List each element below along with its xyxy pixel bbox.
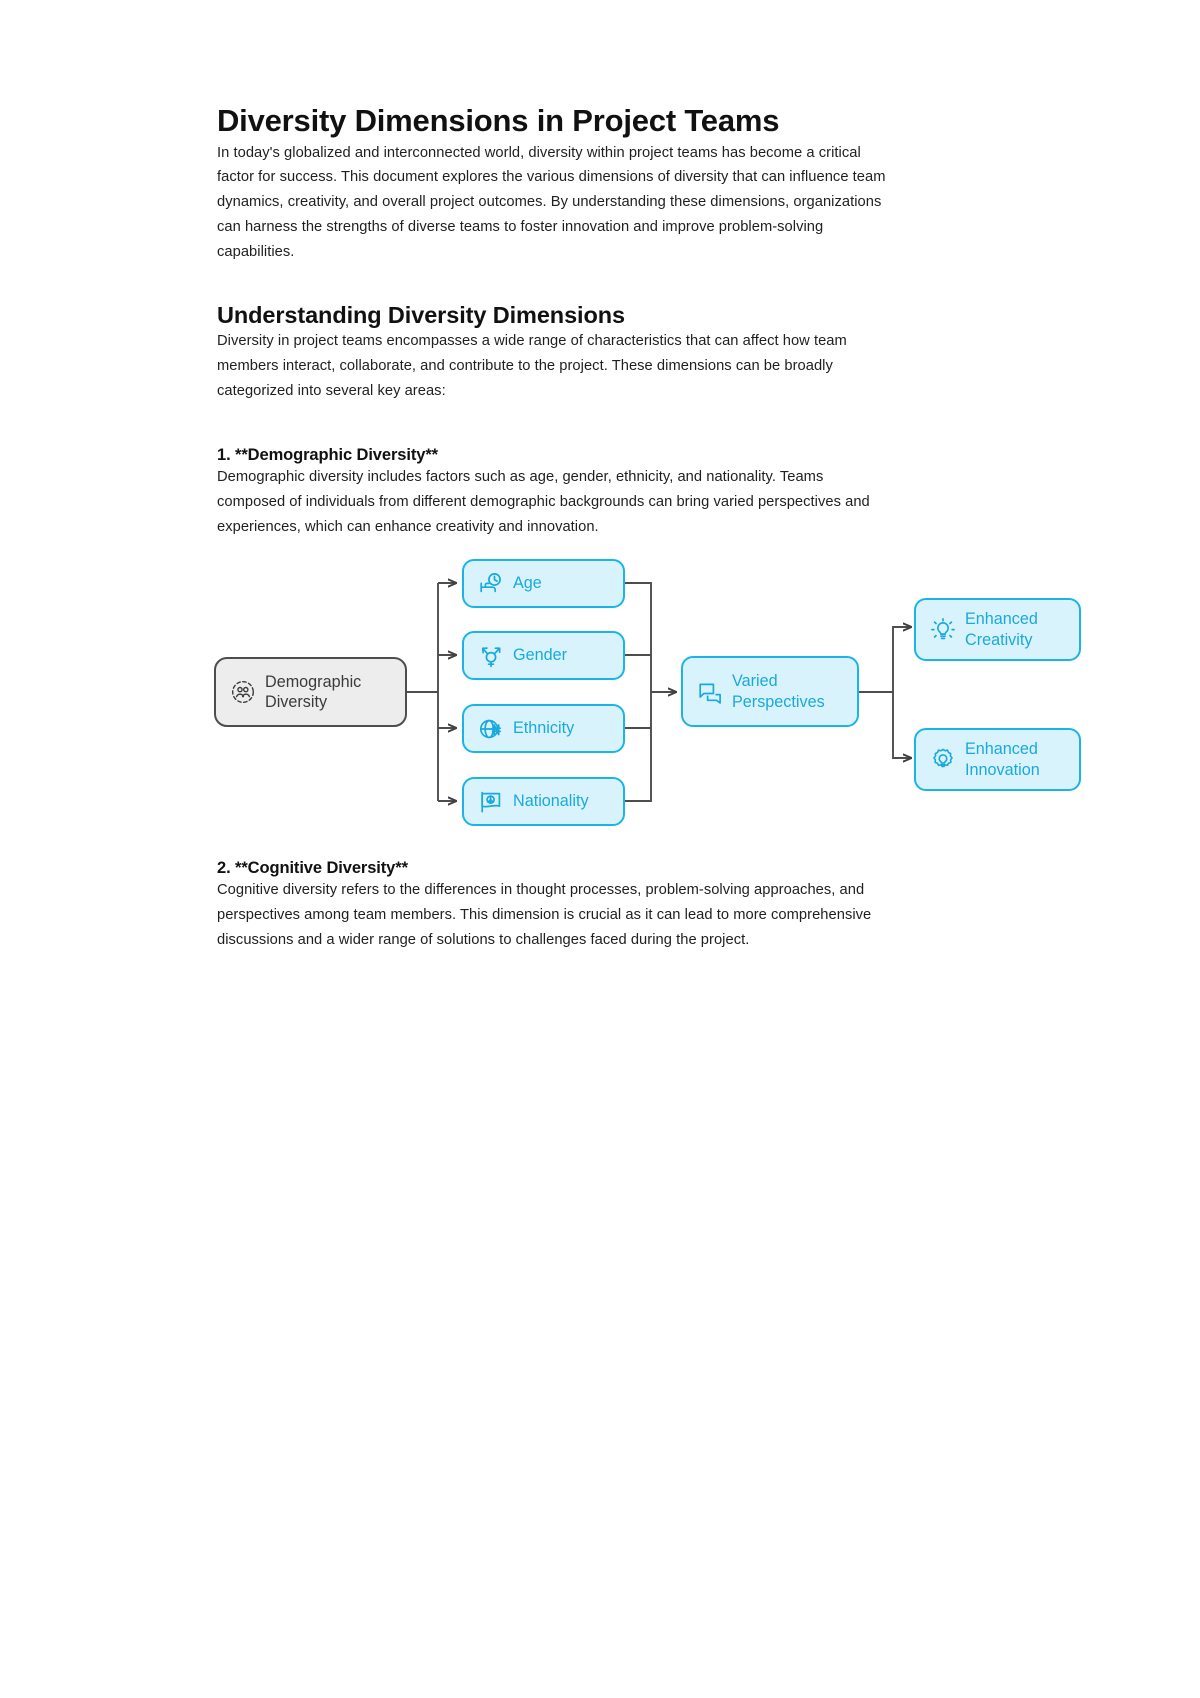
gender-symbols-icon	[478, 643, 504, 669]
diagram-node-label: Demographic Diversity	[265, 672, 362, 712]
intro-paragraph: In today's globalized and interconnected…	[217, 144, 886, 260]
section-paragraph: Diversity in project teams encompasses a…	[217, 333, 847, 399]
diagram-node-label: Ethnicity	[513, 719, 575, 738]
diagram-node-nationality[interactable]: Nationality	[462, 777, 625, 827]
diagram-node-label: Varied Perspectives	[732, 672, 825, 711]
diagram-node-label: Enhanced Innovation	[965, 740, 1040, 779]
lightbulb-icon	[930, 617, 956, 643]
flag-peace-icon	[478, 789, 504, 815]
speech-bubbles-icon	[697, 679, 723, 705]
diagram-node-demographic-diversity[interactable]: Demographic Diversity	[214, 657, 407, 728]
document-content: Diversity Dimensions in Project Teams In…	[214, 0, 1081, 952]
people-group-icon	[230, 679, 256, 705]
subsection-heading-cognitive: 2. **Cognitive Diversity**	[217, 859, 408, 878]
diagram-node-label: Nationality	[513, 792, 589, 811]
subsection-heading-demographic: 1. **Demographic Diversity**	[217, 446, 438, 465]
demographic-diversity-diagram: Demographic Diversity Age	[214, 551, 1114, 841]
subsection-paragraph-demographic: Demographic diversity includes factors s…	[217, 469, 870, 535]
diagram-node-label: Age	[513, 574, 542, 593]
diagram-node-gender[interactable]: Gender	[462, 631, 625, 681]
diagram-node-age[interactable]: Age	[462, 559, 625, 609]
globe-ethnicity-icon	[478, 716, 504, 742]
age-clock-bed-icon	[478, 571, 504, 597]
diagram-node-varied-perspectives[interactable]: Varied Perspectives	[681, 656, 859, 728]
diagram-node-label: Gender	[513, 646, 567, 665]
subsection-paragraph-cognitive: Cognitive diversity refers to the differ…	[217, 882, 872, 948]
diagram-node-enhanced-innovation[interactable]: Enhanced Innovation	[914, 728, 1081, 792]
diagram-connectors	[407, 551, 1114, 841]
section-heading: Understanding Diversity Dimensions	[217, 302, 625, 329]
page-title: Diversity Dimensions in Project Teams	[217, 103, 780, 138]
gear-lightbulb-icon	[930, 747, 956, 773]
diagram-node-enhanced-creativity[interactable]: Enhanced Creativity	[914, 598, 1081, 662]
diagram-node-ethnicity[interactable]: Ethnicity	[462, 704, 625, 754]
diagram-node-label: Enhanced Creativity	[965, 610, 1038, 649]
